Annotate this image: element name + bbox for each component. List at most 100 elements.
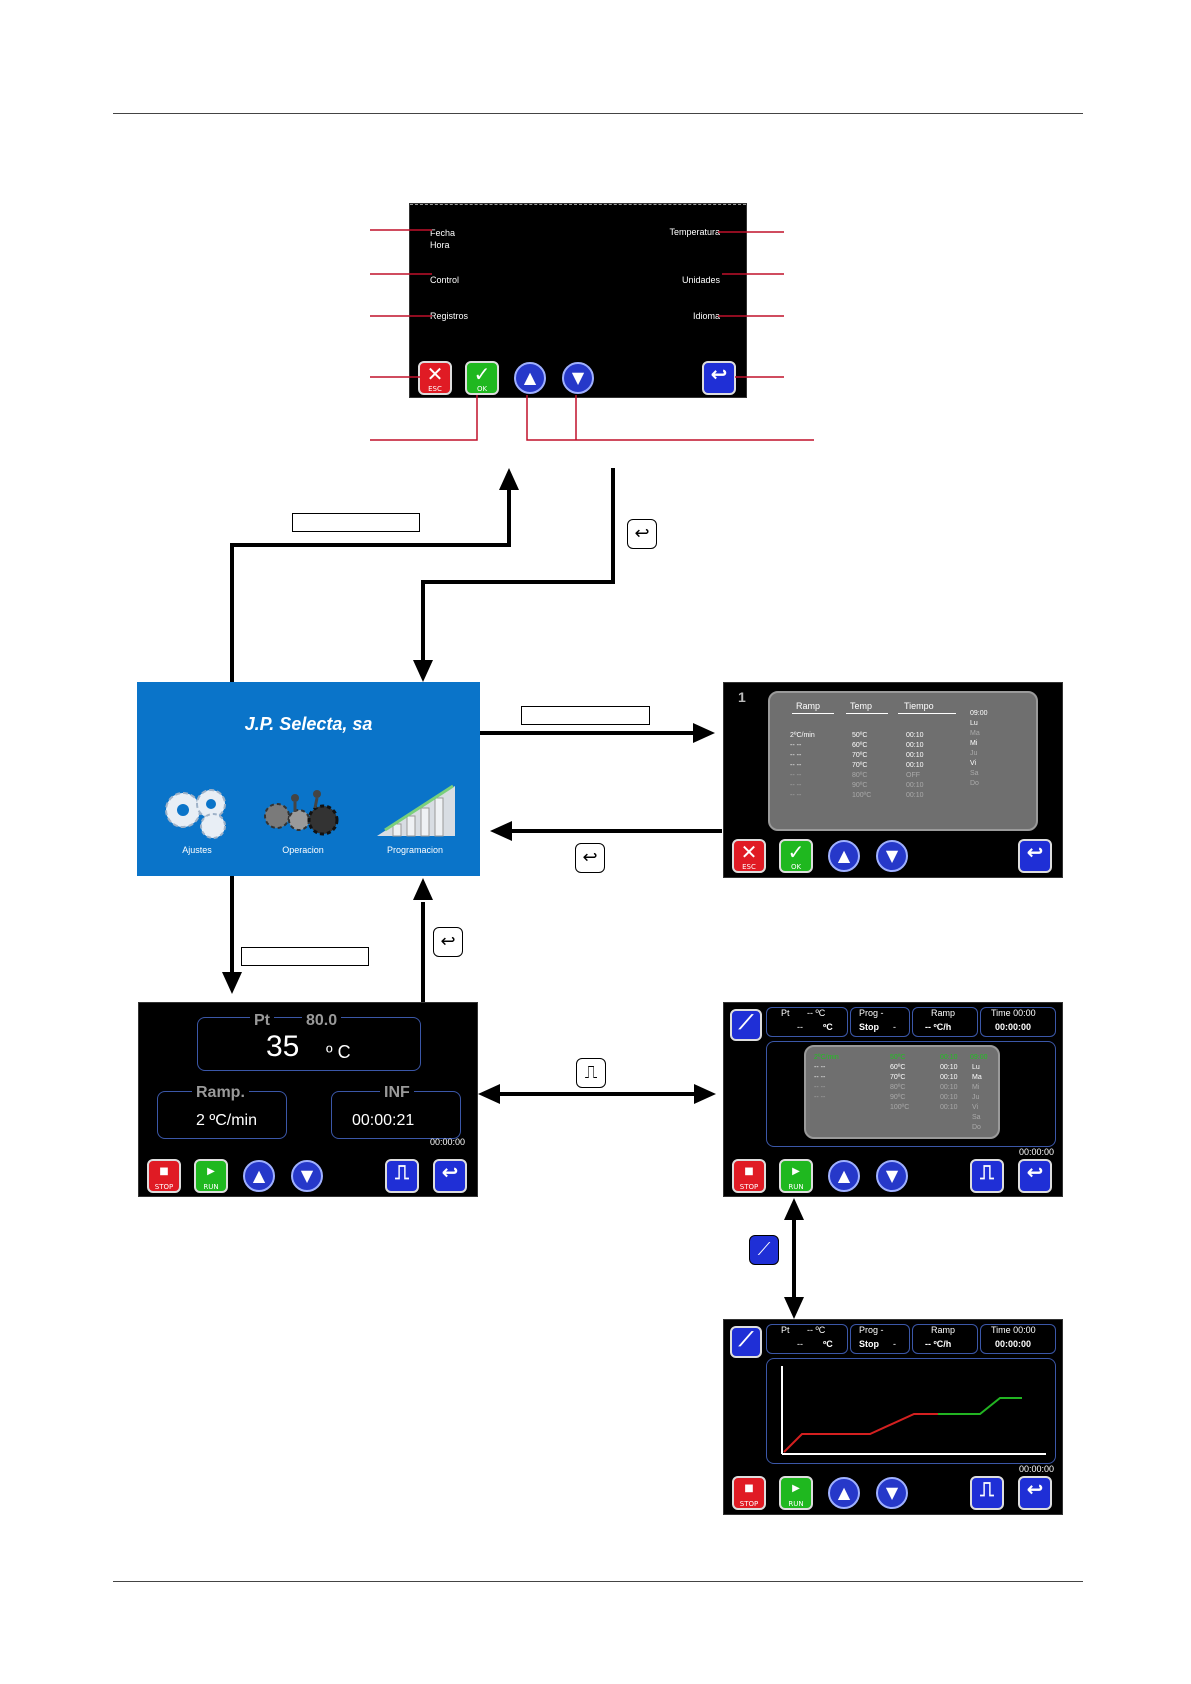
back-key-glyph-2: ↩ [582, 847, 598, 868]
back-button[interactable]: ↩ [433, 1159, 467, 1193]
play-icon: ▶ [792, 1166, 800, 1177]
inf-value: 00:00:21 [352, 1112, 415, 1129]
temp-cell: 80ºC [890, 1084, 906, 1091]
ramp-button[interactable]: ⎍ [385, 1159, 419, 1193]
home-screen: J.P. Selecta, sa Ajustes Operacion [137, 682, 480, 876]
pt-unit: ºC [823, 1022, 833, 1032]
menu-item-control[interactable]: Control [430, 275, 460, 285]
prog-label: Prog - [859, 1325, 884, 1335]
up-button[interactable]: ▲ [828, 1160, 860, 1192]
down-button[interactable]: ▼ [562, 362, 594, 394]
program-screen: 1 Ramp Temp Tiempo 2ºC/min-- ---- ---- -… [723, 682, 1063, 878]
up-button[interactable]: ▲ [243, 1160, 275, 1192]
time-cell: 00:10 [940, 1094, 958, 1101]
ramp-key-glyph: ⎍ [584, 1062, 598, 1083]
arrow-heads [222, 468, 804, 1319]
day-cell: Vi [972, 1104, 979, 1111]
temp-cell: 60ºC [852, 742, 868, 749]
ramp-label: Ramp [931, 1325, 956, 1335]
back-arrow-icon: ↩ [1026, 840, 1044, 864]
screen-top-edge [410, 204, 746, 206]
run-button[interactable]: ▶RUN [779, 1159, 813, 1193]
chevron-up-icon: ▲ [837, 1483, 851, 1502]
stop-label: STOP [739, 1183, 759, 1191]
back-button[interactable]: ↩ [1018, 1476, 1052, 1510]
programacion-tile[interactable]: Programacion [365, 778, 465, 855]
chevron-up-icon: ▲ [252, 1166, 266, 1185]
stop-button[interactable]: ■STOP [147, 1159, 181, 1193]
menu-item-idioma[interactable]: Idioma [692, 311, 720, 321]
run-label: RUN [788, 1500, 804, 1508]
back-button[interactable]: ↩ [1018, 1159, 1052, 1193]
down-button[interactable]: ▼ [876, 1477, 908, 1509]
ramp-cell: -- -- [790, 792, 802, 799]
table-frame [766, 1041, 1056, 1147]
back-button[interactable]: ↩ [1018, 839, 1052, 873]
down-button[interactable]: ▼ [876, 840, 908, 872]
ramp-button[interactable]: ⎍ [970, 1476, 1004, 1510]
ramp-steps-icon: ⎍ [980, 1477, 994, 1501]
time-box: Time 00:00 00:00:00 [980, 1324, 1056, 1354]
program-table-panel: Ramp Temp Tiempo 2ºC/min-- ---- ---- ---… [768, 691, 1038, 831]
menu-item-fecha-hora[interactable]: Fecha Hora [430, 228, 456, 250]
day-cell: Ju [970, 750, 978, 757]
header-tiempo: Tiempo [904, 701, 934, 711]
day-cell: Do [970, 780, 979, 787]
current-temperature: 35 [266, 1030, 300, 1063]
day-cell: Ma [970, 730, 980, 737]
stop-button[interactable]: ■STOP [732, 1476, 766, 1510]
arrow-label-ajustes [292, 513, 420, 532]
operacion-tile[interactable]: Operacion [255, 782, 351, 855]
menu-item-temperatura[interactable]: Temperatura [669, 227, 720, 237]
pt-label: Pt [781, 1325, 790, 1335]
pending-segment [938, 1397, 1022, 1415]
back-button[interactable]: ↩ [702, 361, 736, 395]
up-button[interactable]: ▲ [514, 362, 546, 394]
ramp-cell: -- -- [814, 1074, 826, 1081]
ramp-cell: -- -- [790, 782, 802, 789]
close-icon: ✕ [740, 840, 758, 864]
esc-button[interactable]: ✕ESC [732, 839, 766, 873]
stop-button[interactable]: ■STOP [732, 1159, 766, 1193]
ajustes-label: Ajustes [182, 845, 212, 855]
inf-label: INF [380, 1084, 414, 1102]
ok-button[interactable]: ✓OK [779, 839, 813, 873]
back-arrow-icon: ↩ [441, 1160, 459, 1184]
menu-item-registros[interactable]: Registros [430, 311, 469, 321]
ramp-cell: 2ºC/min [790, 732, 815, 739]
ramp-label: Ramp. [192, 1084, 249, 1102]
arrow-label-programacion [521, 706, 650, 725]
down-button[interactable]: ▼ [876, 1160, 908, 1192]
completed-segment [783, 1413, 938, 1453]
time-cell: 00:10 [906, 782, 924, 789]
menu-item-unidades[interactable]: Unidades [681, 275, 720, 285]
graph-icon: ⟋ [739, 1327, 753, 1351]
day-cell: Mi [972, 1084, 980, 1091]
ramp-cell: -- -- [790, 752, 802, 759]
graph-view-button[interactable]: ⟋ [730, 1009, 762, 1041]
down-button[interactable]: ▼ [291, 1160, 323, 1192]
run-button[interactable]: ▶RUN [779, 1476, 813, 1510]
run-button[interactable]: ▶RUN [194, 1159, 228, 1193]
up-button[interactable]: ▲ [828, 1477, 860, 1509]
graph-view-button[interactable]: ⟋ [730, 1326, 762, 1358]
pt-unit: ºC [823, 1339, 833, 1349]
up-button[interactable]: ▲ [828, 840, 860, 872]
esc-button[interactable]: ✕ESC [418, 361, 452, 395]
settings-menu-screen: Fecha Hora Control Registros Temperatura… [409, 203, 747, 398]
ok-button[interactable]: ✓OK [465, 361, 499, 395]
operation-gears-icon [264, 790, 339, 836]
stop-label: STOP [154, 1183, 174, 1191]
ramp-button[interactable]: ⎍ [970, 1159, 1004, 1193]
back-arrow-icon: ↩ [710, 362, 728, 386]
chevron-down-icon: ▼ [885, 846, 899, 865]
prog-box: Prog - Stop - [850, 1324, 910, 1354]
time-cell: 00:10 [940, 1074, 958, 1081]
time-value: 00:00:00 [995, 1339, 1032, 1349]
ajustes-tile[interactable]: Ajustes [153, 782, 241, 855]
